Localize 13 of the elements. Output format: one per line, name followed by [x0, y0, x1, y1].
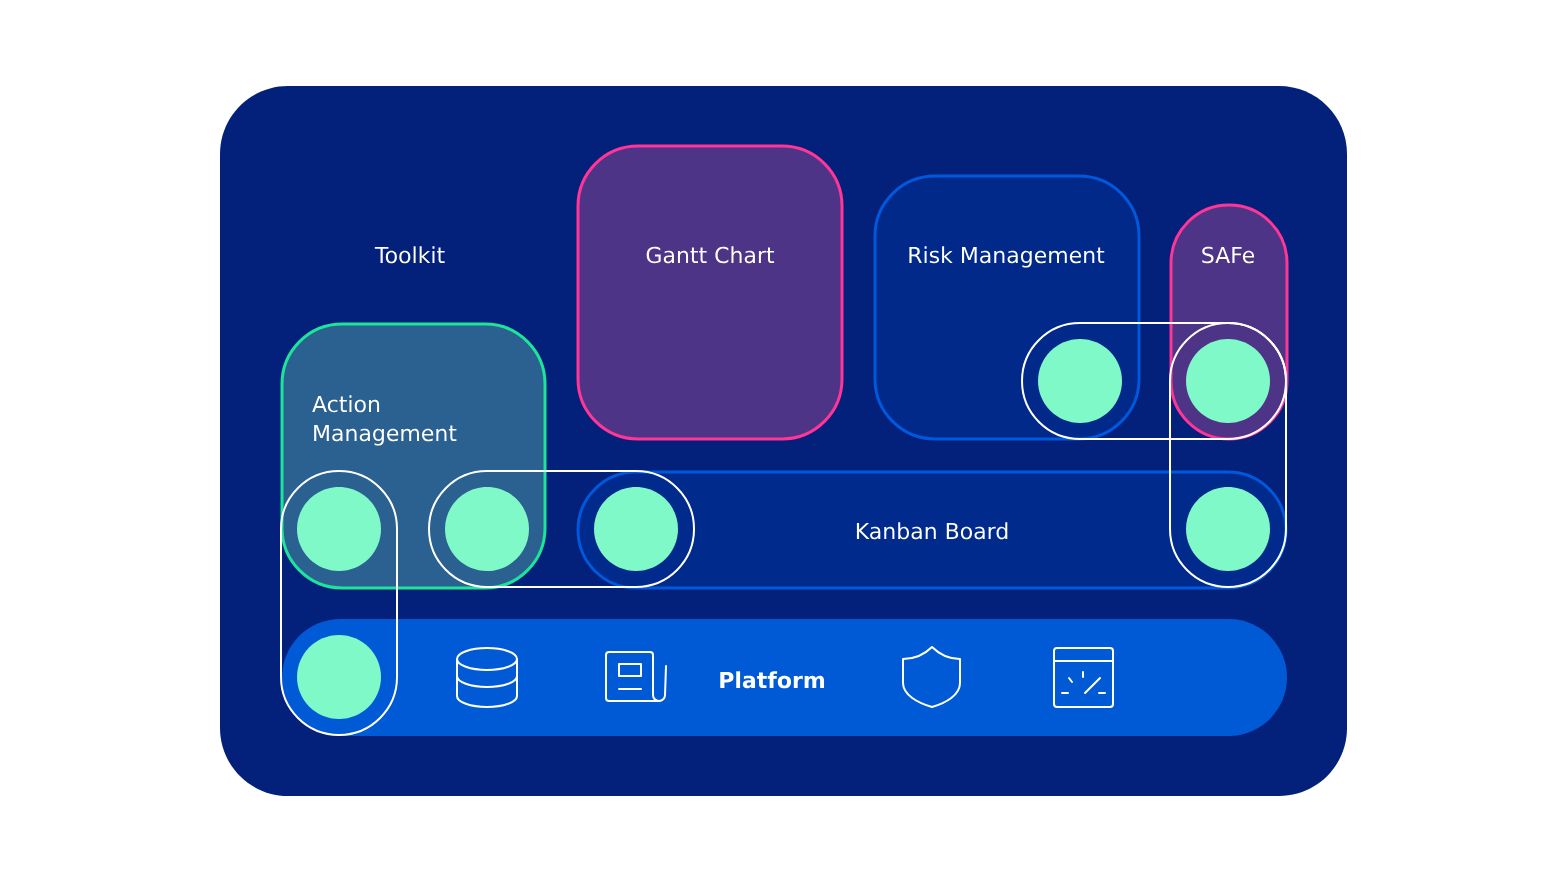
filled-circle [1038, 339, 1122, 423]
capsule-outline [280, 470, 398, 736]
filled-circle [297, 635, 381, 719]
filled-circle [445, 487, 529, 571]
filled-circle [1186, 487, 1270, 571]
capsule-outline [428, 470, 695, 588]
capsule-outline [1021, 322, 1287, 440]
rounded-box: Gantt Chart [576, 144, 844, 441]
filled-circle [1186, 339, 1270, 423]
filled-circle [594, 487, 678, 571]
capsule-band: Platform [282, 619, 1287, 736]
capsule-outline [1169, 322, 1287, 588]
filled-circle [297, 487, 381, 571]
